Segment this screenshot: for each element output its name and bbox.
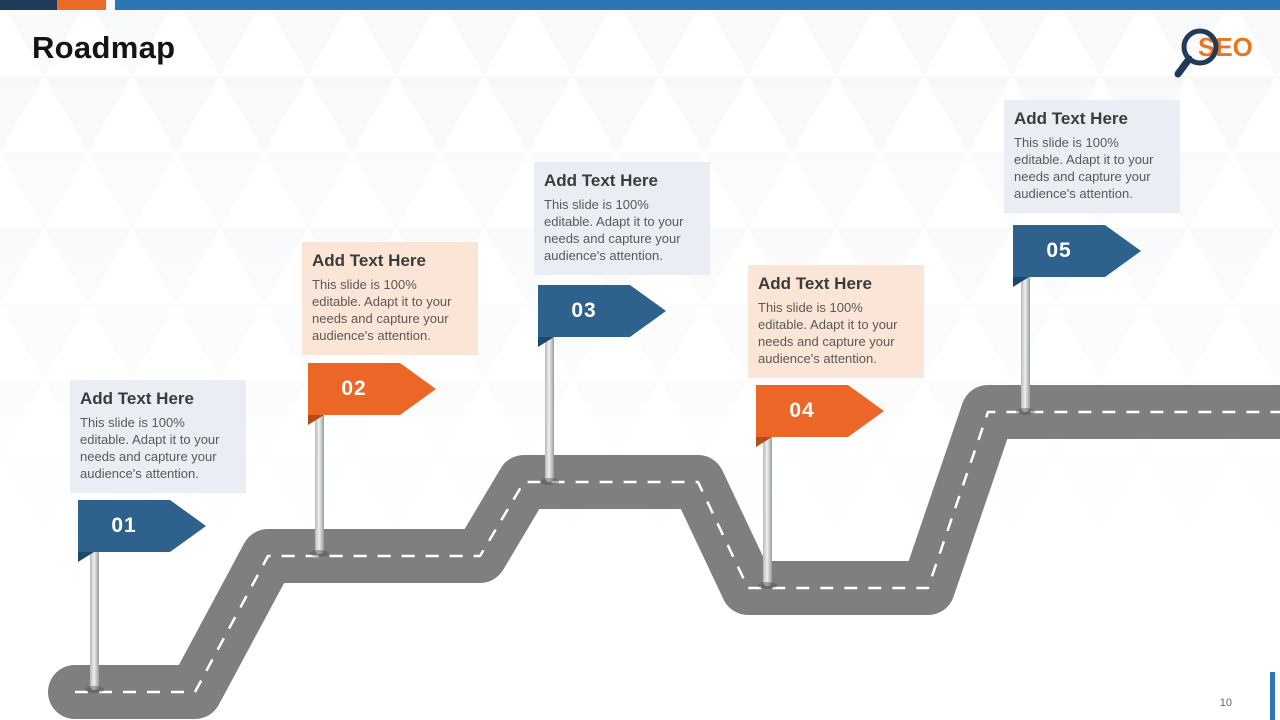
milestone-02-pole — [310, 413, 329, 557]
topbar-blue-segment — [115, 0, 1280, 10]
right-edge-accent-strip — [1270, 672, 1275, 720]
arrow-sign-shape — [78, 500, 206, 562]
arrow-sign-shape — [538, 285, 666, 347]
page-title: Roadmap — [32, 30, 176, 65]
milestone-04-textbox: Add Text Here This slide is 100% editabl… — [748, 265, 924, 378]
arrow-sign-shape — [308, 363, 436, 425]
milestone-02-heading: Add Text Here — [312, 251, 426, 270]
milestone-03-sign: 03 — [528, 283, 668, 347]
milestone-02-textbox: Add Text Here This slide is 100% editabl… — [302, 242, 478, 355]
milestone-04-pole — [758, 435, 777, 589]
magnifier-icon — [1181, 28, 1219, 66]
milestone-05-heading: Add Text Here — [1014, 109, 1128, 128]
milestone-05-pole — [1016, 275, 1035, 415]
arrow-sign-shape — [756, 385, 884, 447]
milestone-01-heading: Add Text Here — [80, 389, 194, 408]
milestone-01-pole — [85, 550, 104, 693]
topbar-orange-segment — [57, 0, 106, 10]
road-center-dashed-line — [75, 410, 1280, 694]
milestone-04-body: This slide is 100% editable. Adapt it to… — [758, 300, 898, 366]
milestone-03-textbox: Add Text Here This slide is 100% editabl… — [534, 162, 710, 275]
milestone-01-textbox: Add Text Here This slide is 100% editabl… — [70, 380, 246, 493]
milestone-03-body: This slide is 100% editable. Adapt it to… — [544, 197, 684, 263]
milestone-03-heading: Add Text Here — [544, 171, 658, 190]
milestone-05-textbox: Add Text Here This slide is 100% editabl… — [1004, 100, 1180, 213]
milestone-03-number: 03 — [571, 299, 597, 322]
milestone-01-body: This slide is 100% editable. Adapt it to… — [80, 415, 220, 481]
milestone-05-number: 05 — [1046, 239, 1072, 262]
seo-logo: SEO — [1174, 28, 1253, 78]
magnifier-handle-icon — [1174, 55, 1193, 78]
milestone-01-number: 01 — [111, 514, 137, 537]
milestone-02-body: This slide is 100% editable. Adapt it to… — [312, 277, 452, 343]
milestone-05-body: This slide is 100% editable. Adapt it to… — [1014, 135, 1154, 201]
arrow-sign-shape — [1013, 225, 1141, 287]
road-surface — [48, 385, 1280, 719]
topbar-navy-segment — [0, 0, 57, 10]
seo-logo-text: SEO — [1198, 32, 1253, 62]
milestone-05-sign: 05 — [1003, 223, 1143, 287]
milestone-02-sign: 02 — [298, 361, 438, 425]
milestone-04-sign: 04 — [746, 383, 886, 447]
milestone-04-heading: Add Text Here — [758, 274, 872, 293]
page-number: 10 — [1219, 697, 1232, 709]
milestone-03-pole — [540, 335, 559, 485]
milestone-04-number: 04 — [789, 399, 815, 422]
milestone-01-sign: 01 — [68, 498, 208, 562]
milestone-02-number: 02 — [341, 377, 367, 400]
